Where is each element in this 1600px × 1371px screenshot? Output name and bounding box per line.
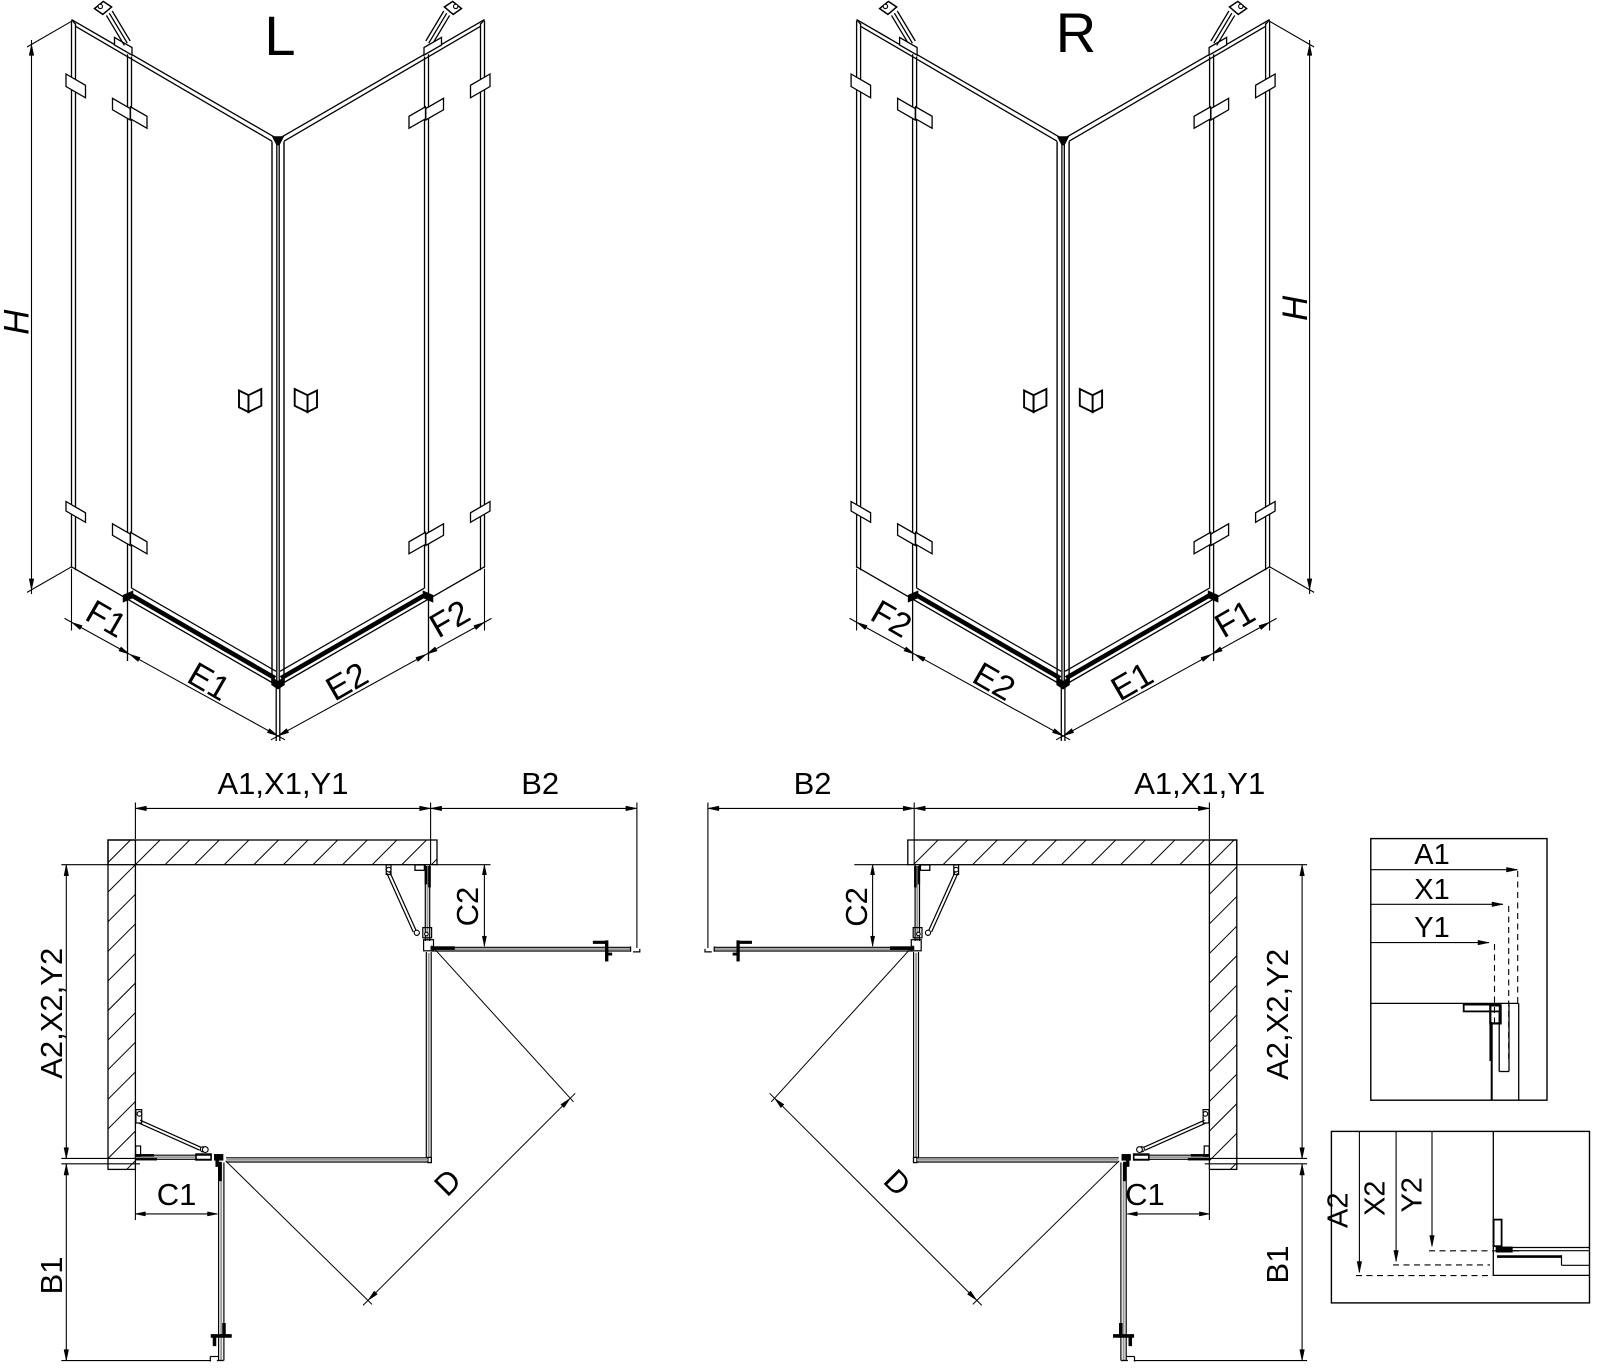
svg-text:B2: B2 [521, 766, 559, 801]
svg-text:H: H [0, 309, 37, 335]
svg-text:X1: X1 [1414, 874, 1449, 906]
svg-text:A1,X1,Y1: A1,X1,Y1 [218, 766, 349, 801]
svg-text:B2: B2 [794, 766, 832, 801]
svg-text:C2: C2 [450, 887, 485, 927]
svg-text:A1,X1,Y1: A1,X1,Y1 [1134, 766, 1265, 801]
svg-text:R: R [1056, 1, 1096, 64]
svg-text:A2,X2,Y2: A2,X2,Y2 [34, 948, 69, 1079]
svg-text:A2: A2 [1323, 1192, 1355, 1227]
svg-text:B1: B1 [1260, 1246, 1295, 1284]
svg-text:X2: X2 [1359, 1181, 1391, 1216]
svg-text:C1: C1 [1125, 1177, 1165, 1212]
svg-text:A1: A1 [1414, 839, 1449, 871]
svg-text:B1: B1 [34, 1256, 69, 1294]
svg-text:H: H [1276, 295, 1315, 321]
svg-text:Y2: Y2 [1397, 1177, 1429, 1212]
svg-text:C2: C2 [839, 887, 874, 927]
svg-text:L: L [264, 4, 295, 67]
svg-text:Y1: Y1 [1414, 912, 1449, 944]
svg-text:A2,X2,Y2: A2,X2,Y2 [1260, 949, 1295, 1080]
svg-text:C1: C1 [157, 1177, 197, 1212]
